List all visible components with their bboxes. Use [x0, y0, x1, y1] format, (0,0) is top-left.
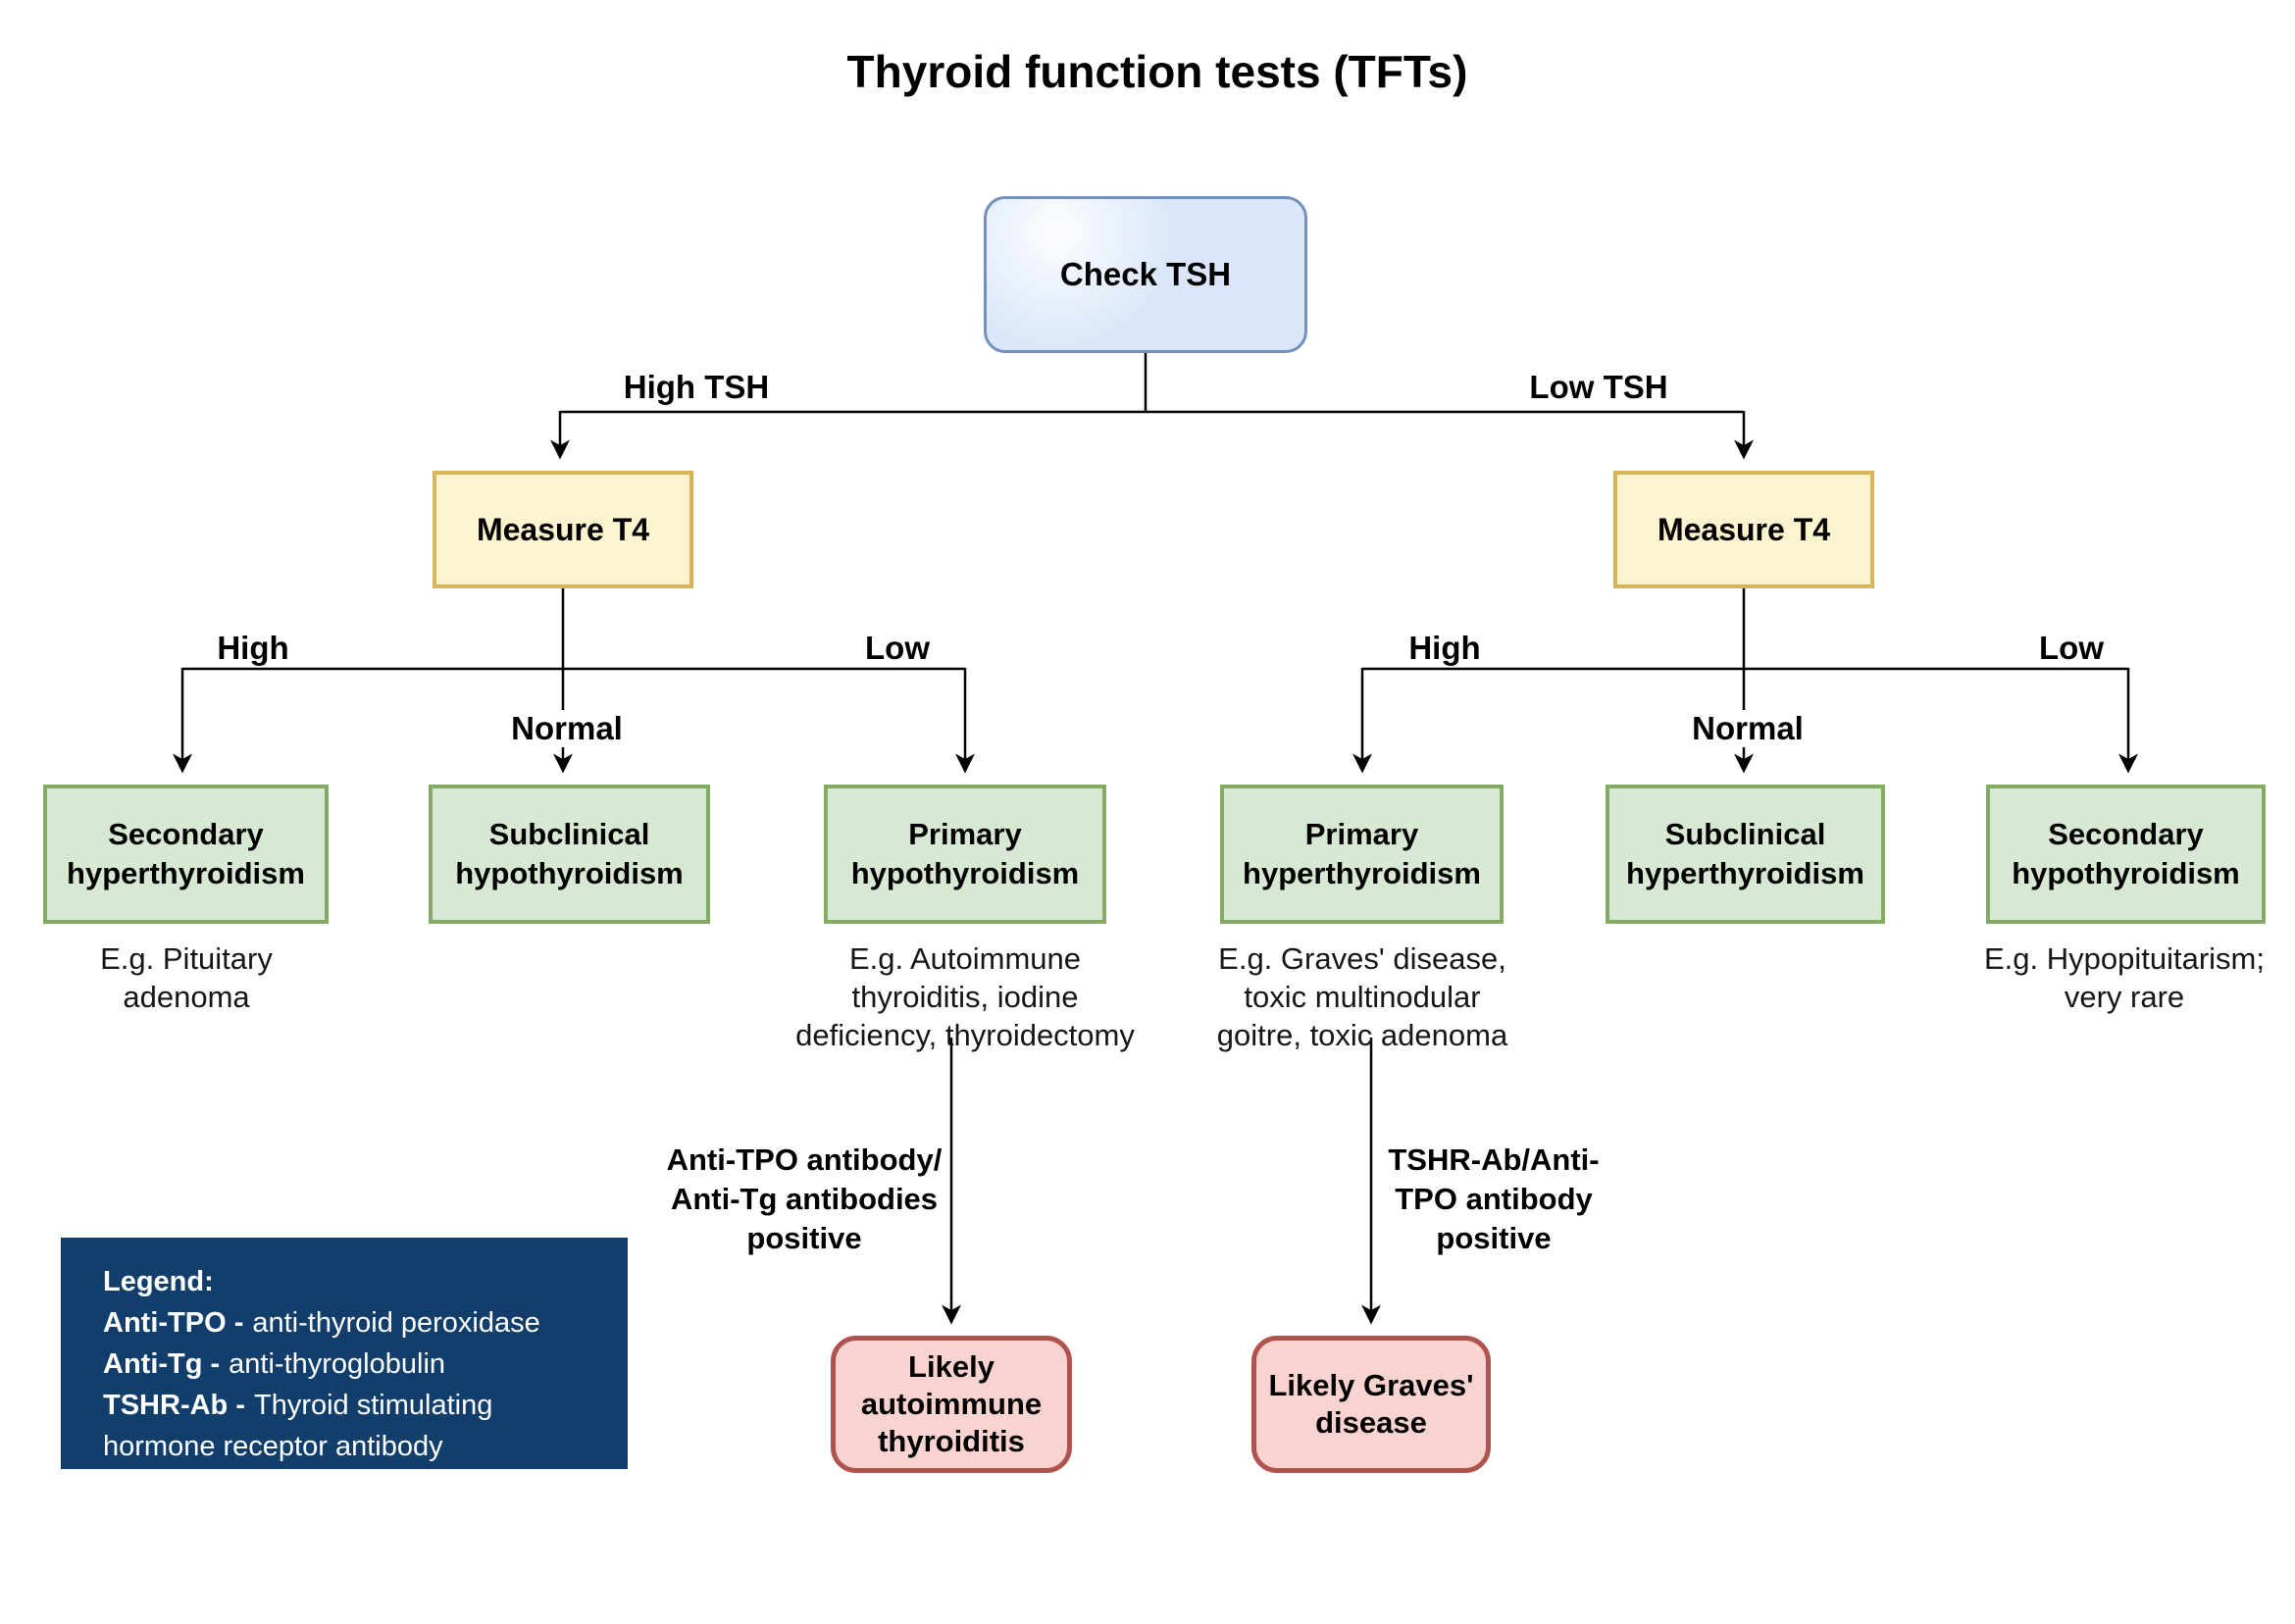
node-secondary-hyperthyroidism: Secondary hyperthyroidism [43, 785, 329, 924]
edge-label-high-tsh: High TSH [615, 369, 778, 406]
edge-label-low-tsh: Low TSH [1521, 369, 1676, 406]
node-measure-t4-high-tsh: Measure T4 [433, 471, 693, 588]
legend-definition: anti-thyroid peroxidase [252, 1307, 540, 1339]
legend-definition: anti-thyroglobulin [229, 1348, 446, 1380]
legend-entry-tshr-ab: TSHR-Ab -Thyroid stimulating hormone rec… [103, 1385, 594, 1467]
node-subclinical-hypothyroidism: Subclinical hypothyroidism [429, 785, 710, 924]
caption-primary-hyperthyroidism: E.g. Graves' disease, toxic multinodular… [1216, 941, 1508, 1052]
legend-term: Anti-Tg - [103, 1348, 221, 1380]
legend-entry-anti-tpo: Anti-TPO -anti-thyroid peroxidase [103, 1302, 594, 1344]
diagram-title: Thyroid function tests (TFTs) [846, 46, 1468, 97]
legend-definition: Thyroid stimulating hormone receptor ant… [103, 1390, 493, 1462]
edge-label-right-low: Low [2031, 630, 2112, 667]
edge-label-left-low: Low [857, 630, 938, 667]
node-primary-hypothyroidism: Primary hypothyroidism [824, 785, 1106, 924]
edge-label-right-high: High [1401, 630, 1489, 667]
caption-primary-hypothyroidism: E.g. Autoimmune thyroiditis, iodine defi… [795, 941, 1135, 1052]
node-secondary-hypothyroidism: Secondary hypothyroidism [1986, 785, 2266, 924]
edge-label-tshr-ab-positive: TSHR-Ab/Anti- TPO antibody positive [1388, 1142, 1600, 1255]
legend-term: Anti-TPO - [103, 1307, 244, 1339]
legend-entry-anti-tg: Anti-Tg -anti-thyroglobulin [103, 1344, 594, 1385]
node-measure-t4-low-tsh: Measure T4 [1613, 471, 1874, 588]
edge-label-left-high: High [209, 630, 297, 667]
legend-title: Legend: [103, 1266, 214, 1297]
caption-secondary-hypothyroidism: E.g. Hypopituitarism; very rare [1984, 941, 2265, 1014]
caption-secondary-hyperthyroidism: E.g. Pituitary adenoma [100, 941, 273, 1014]
edge-label-right-normal: Normal [1684, 710, 1811, 747]
node-primary-hyperthyroidism: Primary hyperthyroidism [1220, 785, 1504, 924]
node-check-tsh: Check TSH [984, 196, 1307, 353]
edge-label-anti-tpo-positive: Anti-TPO antibody/ Anti-Tg antibodies po… [666, 1142, 943, 1255]
node-subclinical-hyperthyroidism: Subclinical hyperthyroidism [1606, 785, 1885, 924]
legend-term: TSHR-Ab - [103, 1390, 245, 1421]
node-likely-autoimmune-thyroiditis: Likely autoimmune thyroiditis [831, 1336, 1072, 1473]
node-likely-graves-disease: Likely Graves' disease [1251, 1336, 1491, 1473]
legend-box: Legend: Anti-TPO -anti-thyroid peroxidas… [61, 1238, 628, 1469]
edge-label-left-normal: Normal [503, 710, 631, 747]
